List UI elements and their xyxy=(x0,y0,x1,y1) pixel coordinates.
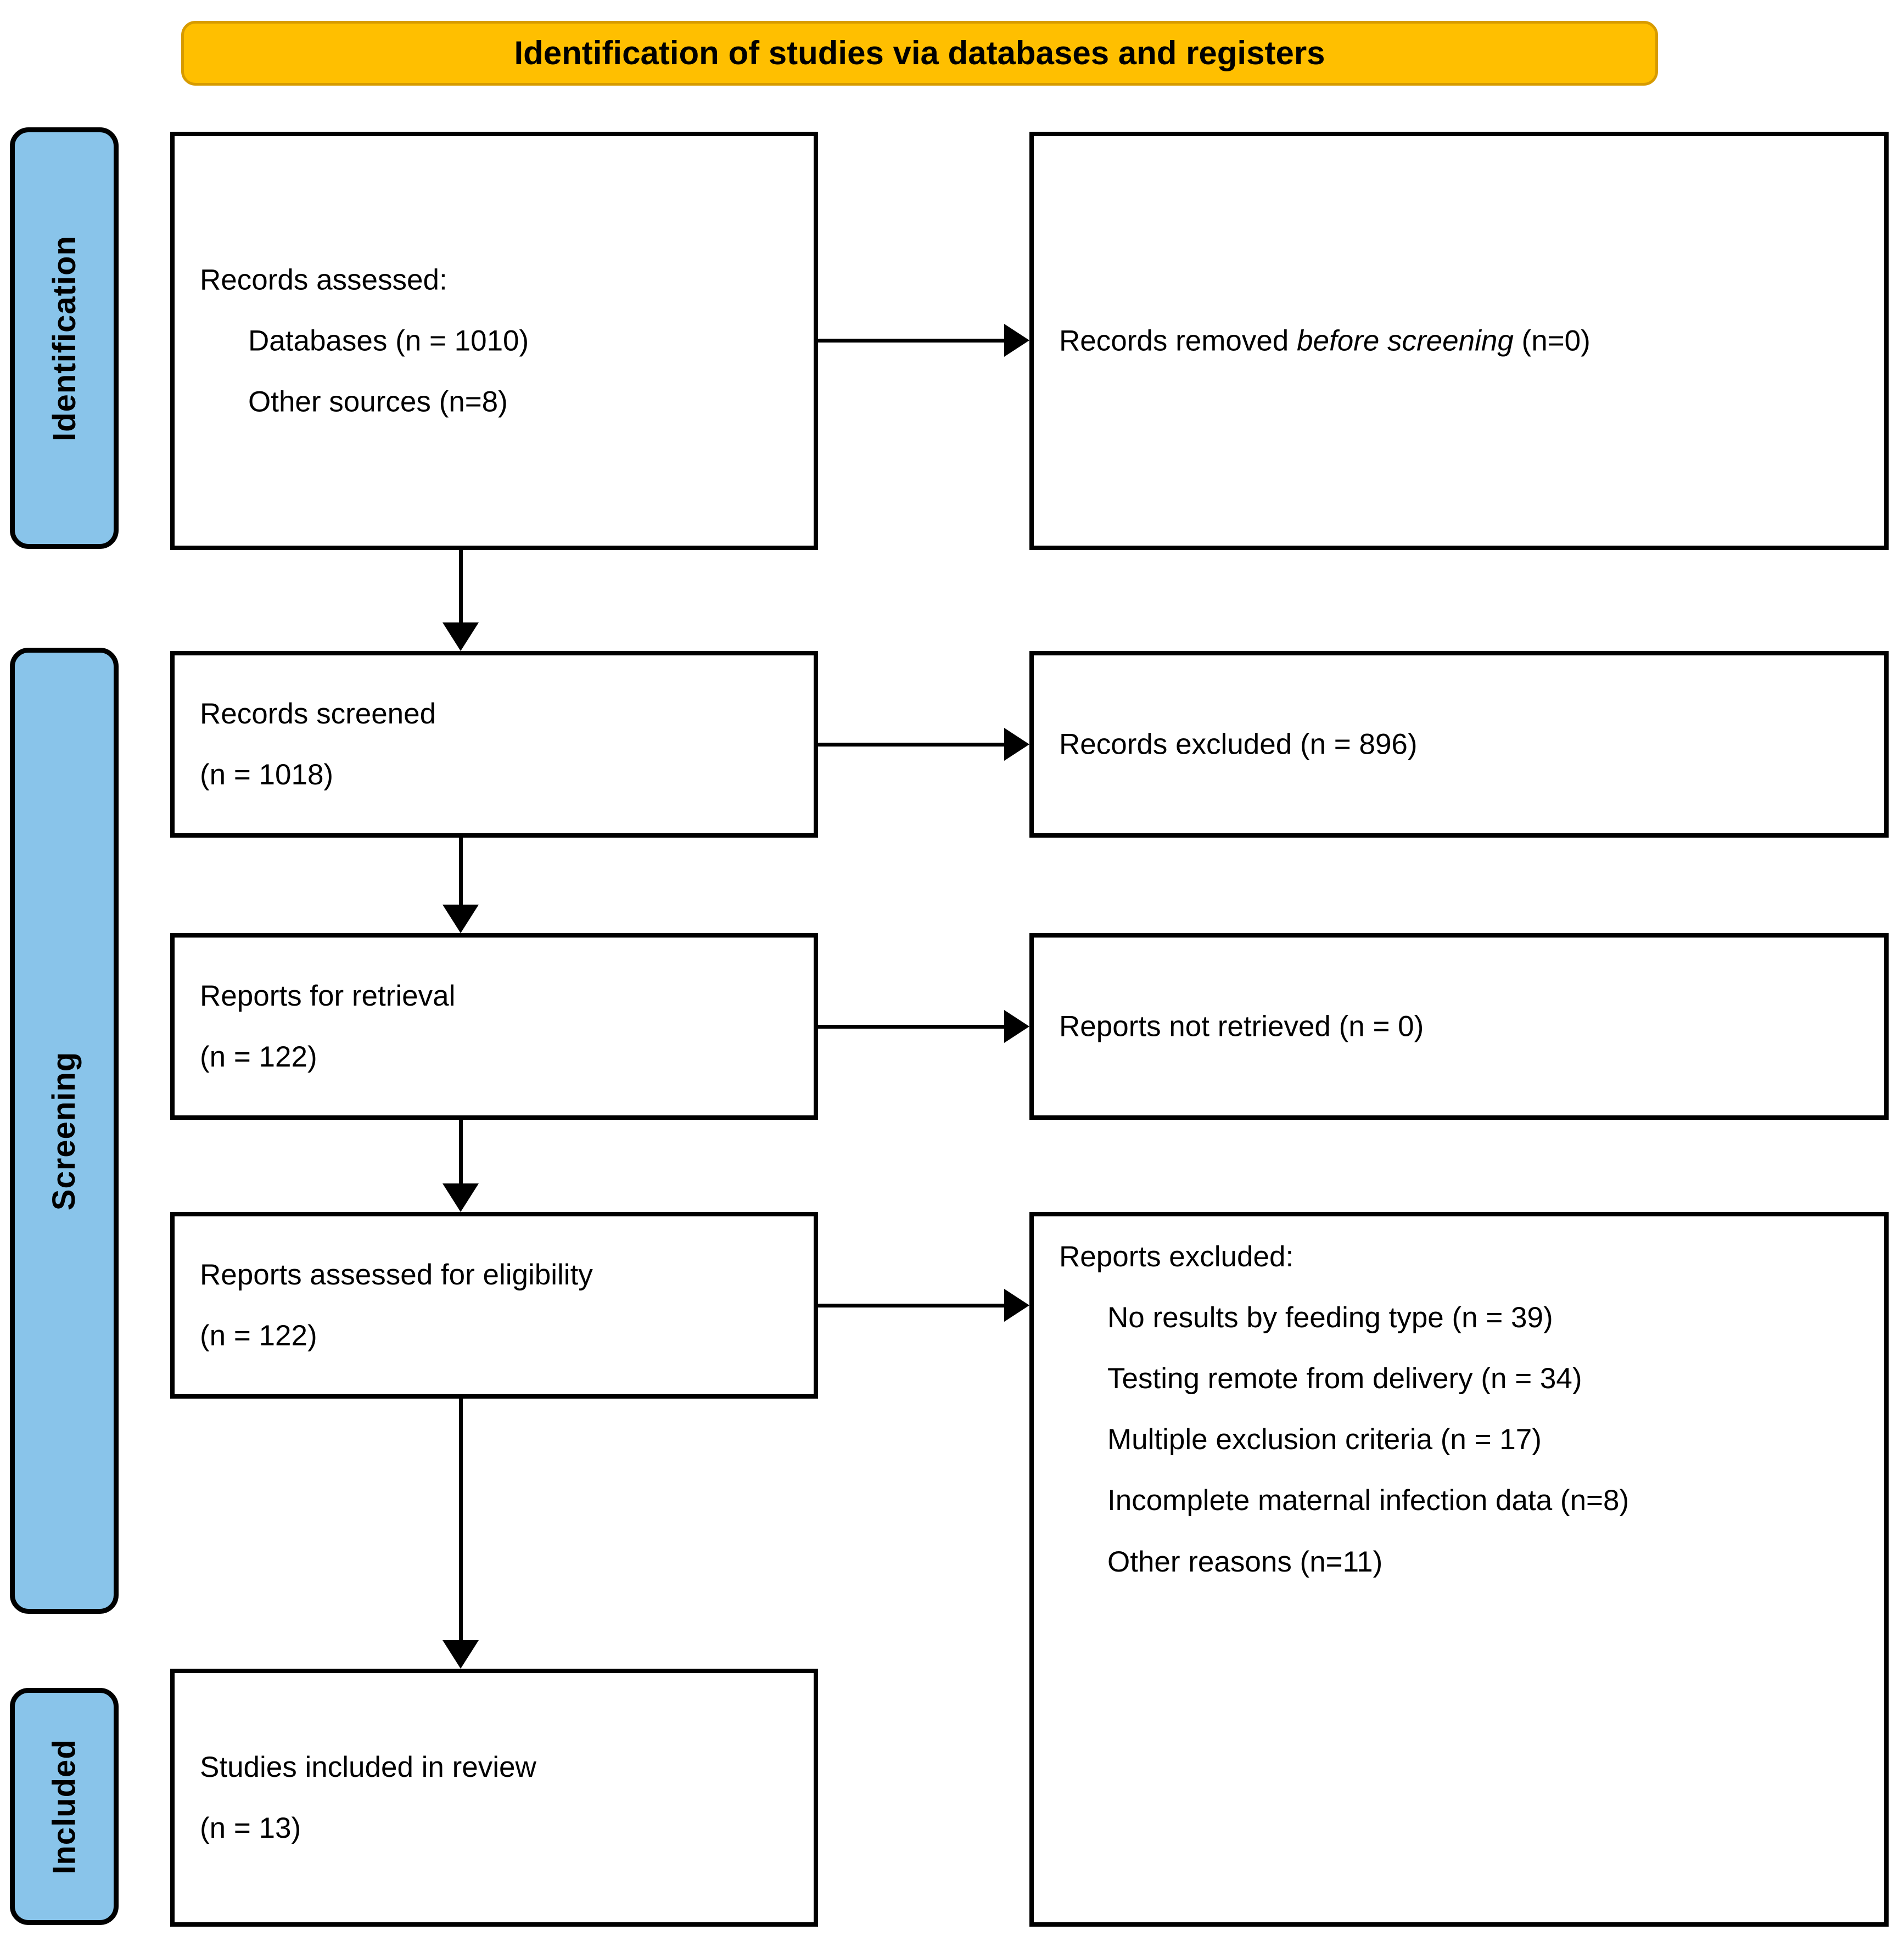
stage-label-included: Included xyxy=(46,1738,82,1875)
reports-retrieval-count: (n = 122) xyxy=(200,1041,317,1073)
reports-excluded-heading: Reports excluded: xyxy=(1059,1241,1294,1273)
records-removed-text: Records removed before screening (n=0) xyxy=(1059,326,1873,356)
arrow-retrieval-to-eligibility xyxy=(443,1120,479,1212)
records-assessed-databases: Databases (n = 1010) xyxy=(248,324,529,357)
studies-included-count: (n = 13) xyxy=(200,1812,301,1844)
arrow-shaft xyxy=(818,1304,1006,1307)
reports-excluded-reason-5: Other reasons (n=11) xyxy=(1107,1545,1383,1578)
arrow-assessed-to-screened xyxy=(443,550,479,651)
arrow-head-right-icon xyxy=(1004,1010,1029,1043)
box-studies-included-content: Studies included in review (n = 13) xyxy=(200,1752,803,1843)
arrow-retrieval-to-not-retrieved xyxy=(818,1010,1029,1043)
arrow-head-right-icon xyxy=(1004,1289,1029,1322)
arrow-shaft xyxy=(459,550,463,625)
arrow-shaft xyxy=(818,339,1006,343)
records-removed-prefix: Records removed xyxy=(1059,324,1297,357)
box-records-excluded: Records excluded (n = 896) xyxy=(1029,651,1889,838)
records-screened-heading: Records screened xyxy=(200,697,436,730)
reports-excluded-reason-3: Multiple exclusion criteria (n = 17) xyxy=(1107,1423,1542,1456)
box-reports-excluded-content: Reports excluded: No results by feeding … xyxy=(1059,1242,1873,1577)
reports-excluded-reason-1: No results by feeding type (n = 39) xyxy=(1107,1301,1553,1334)
box-records-removed-content: Records removed before screening (n=0) xyxy=(1059,326,1873,356)
records-removed-suffix: (n=0) xyxy=(1513,324,1591,357)
records-removed-italic: before screening xyxy=(1297,324,1514,357)
reports-not-retrieved-text: Reports not retrieved (n = 0) xyxy=(1059,1010,1424,1043)
stage-bar-included: Included xyxy=(10,1688,119,1925)
arrow-head-down-icon xyxy=(443,1640,479,1669)
box-records-screened: Records screened (n = 1018) xyxy=(170,651,818,838)
arrow-eligibility-to-studies-included xyxy=(443,1399,479,1669)
reports-excluded-reason-4: Incomplete maternal infection data (n=8) xyxy=(1107,1484,1629,1517)
box-records-screened-content: Records screened (n = 1018) xyxy=(200,699,803,790)
stage-bar-identification: Identification xyxy=(10,127,119,549)
diagram-title-text: Identification of studies via databases … xyxy=(514,35,1325,71)
reports-eligibility-count: (n = 122) xyxy=(200,1320,317,1352)
arrow-shaft xyxy=(818,743,1006,747)
arrow-shaft xyxy=(459,838,463,907)
box-reports-for-retrieval-content: Reports for retrieval (n = 122) xyxy=(200,981,803,1072)
box-reports-excluded: Reports excluded: No results by feeding … xyxy=(1029,1212,1889,1927)
box-studies-included-in-review: Studies included in review (n = 13) xyxy=(170,1669,818,1927)
reports-excluded-reason-2: Testing remote from delivery (n = 34) xyxy=(1107,1362,1582,1395)
arrow-eligibility-to-reports-excluded xyxy=(818,1289,1029,1322)
arrow-shaft xyxy=(459,1120,463,1186)
box-records-assessed-content: Records assessed: Databases (n = 1010) O… xyxy=(200,265,803,417)
box-records-excluded-content: Records excluded (n = 896) xyxy=(1059,729,1873,759)
diagram-title-banner: Identification of studies via databases … xyxy=(181,21,1658,86)
arrow-head-down-icon xyxy=(443,905,479,933)
box-reports-not-retrieved: Reports not retrieved (n = 0) xyxy=(1029,933,1889,1120)
studies-included-heading: Studies included in review xyxy=(200,1750,536,1783)
box-records-removed: Records removed before screening (n=0) xyxy=(1029,132,1889,550)
box-records-assessed: Records assessed: Databases (n = 1010) O… xyxy=(170,132,818,550)
stage-label-screening: Screening xyxy=(46,1051,82,1210)
arrow-screened-to-excluded xyxy=(818,728,1029,761)
arrow-shaft xyxy=(459,1399,463,1642)
records-assessed-other-sources: Other sources (n=8) xyxy=(248,385,508,418)
records-assessed-heading: Records assessed: xyxy=(200,263,447,296)
arrow-head-down-icon xyxy=(443,622,479,651)
arrow-head-right-icon xyxy=(1004,728,1029,761)
box-reports-not-retrieved-content: Reports not retrieved (n = 0) xyxy=(1059,1011,1873,1041)
arrow-screened-to-retrieval xyxy=(443,838,479,933)
reports-eligibility-heading: Reports assessed for eligibility xyxy=(200,1258,593,1291)
arrow-head-right-icon xyxy=(1004,324,1029,357)
stage-bar-screening: Screening xyxy=(10,648,119,1614)
box-reports-eligibility-content: Reports assessed for eligibility (n = 12… xyxy=(200,1260,803,1351)
arrow-shaft xyxy=(818,1025,1006,1029)
records-screened-count: (n = 1018) xyxy=(200,759,334,791)
records-excluded-text: Records excluded (n = 896) xyxy=(1059,728,1418,761)
arrow-head-down-icon xyxy=(443,1183,479,1212)
stage-label-identification: Identification xyxy=(46,235,82,441)
box-reports-assessed-for-eligibility: Reports assessed for eligibility (n = 12… xyxy=(170,1212,818,1399)
arrow-assessed-to-removed xyxy=(818,324,1029,357)
box-reports-for-retrieval: Reports for retrieval (n = 122) xyxy=(170,933,818,1120)
reports-retrieval-heading: Reports for retrieval xyxy=(200,979,456,1012)
